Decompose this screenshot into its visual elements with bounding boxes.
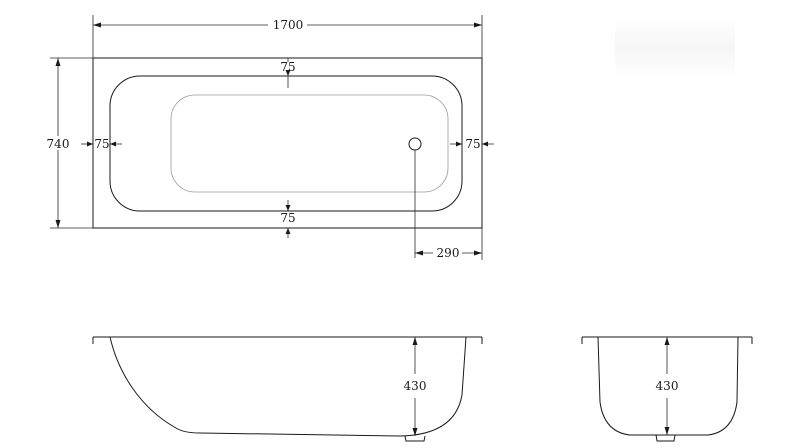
dim-end-depth-label: 430 [656, 379, 679, 393]
dim-rim-top-label: 75 [280, 60, 295, 74]
dim-rim-right: 75 [450, 137, 494, 151]
dim-overall-width: 740 [46, 57, 93, 229]
dim-rim-bottom: 75 [280, 200, 296, 238]
plan-basin-floor [170, 94, 449, 193]
dim-overall-length-label: 1700 [273, 18, 304, 32]
dim-rim-left-label: 75 [94, 137, 109, 151]
dim-waste-offset-label: 290 [437, 246, 460, 260]
dim-rim-top: 75 [280, 58, 296, 88]
dim-side-depth-label: 430 [404, 379, 427, 393]
plan-view: 1700 740 75 75 [46, 15, 494, 260]
dim-overall-length: 1700 [92, 15, 483, 58]
plan-inner-rim [109, 75, 463, 212]
end-waste-outlet [655, 434, 676, 442]
side-tub-profile [109, 336, 467, 437]
end-elevation: 430 [581, 336, 753, 442]
dim-end-depth: 430 [656, 337, 679, 435]
side-waste-outlet [404, 435, 426, 442]
dim-waste-offset: 290 [415, 228, 483, 260]
side-elevation: 430 [92, 336, 483, 442]
end-tub-profile [597, 336, 739, 436]
dim-rim-bottom-label: 75 [280, 211, 295, 225]
dim-rim-left: 75 [81, 137, 122, 151]
drain-hole-icon [408, 137, 422, 151]
faint-watermark-area [615, 15, 735, 80]
plan-outer-rim [92, 57, 483, 229]
dim-side-depth: 430 [404, 337, 427, 436]
dim-rim-right-label: 75 [465, 137, 480, 151]
dim-overall-width-label: 740 [47, 137, 70, 151]
